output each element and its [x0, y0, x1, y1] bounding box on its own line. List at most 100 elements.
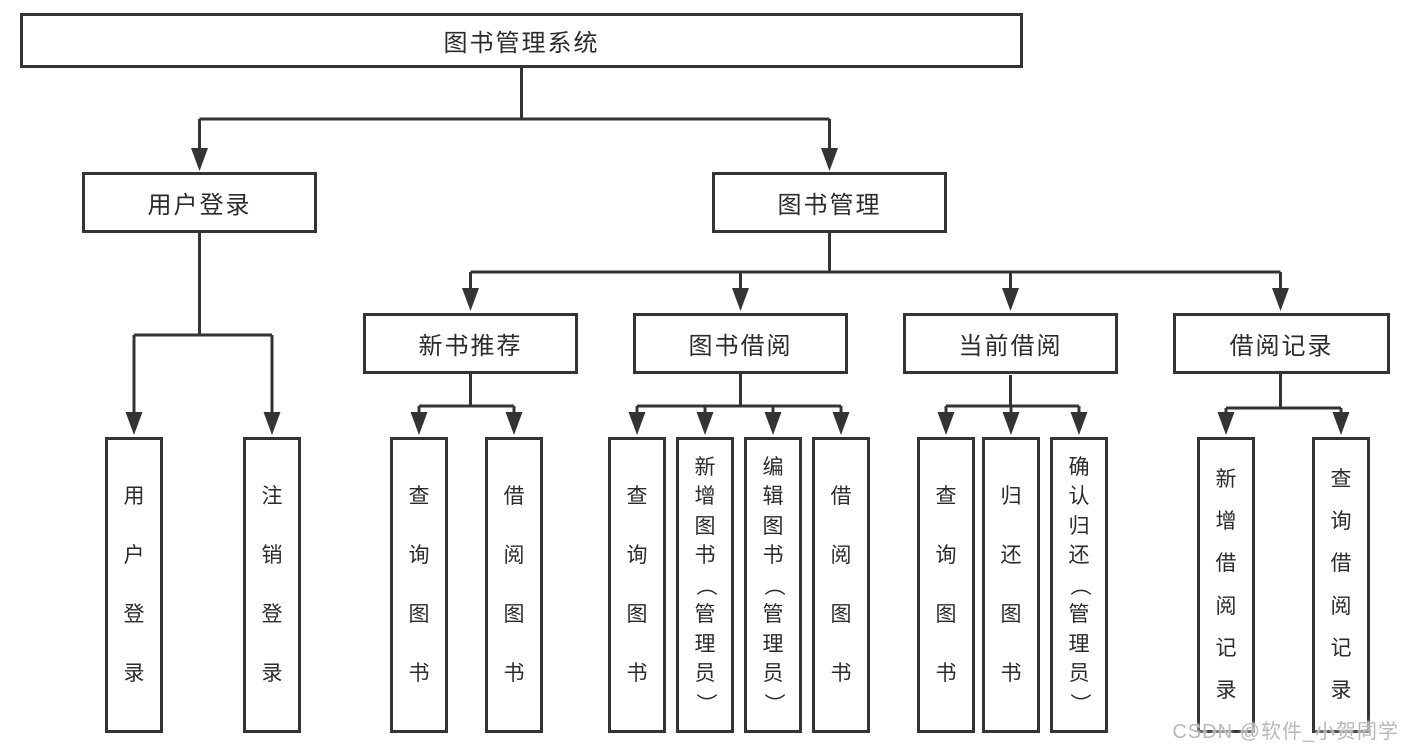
vertical-char: 户	[123, 544, 145, 567]
vertical-char: 书	[694, 544, 716, 567]
arrowhead-icon	[764, 412, 782, 435]
node-label: 新增借阅记录	[1200, 440, 1252, 730]
leaf-edit-books-admin: 编辑图书（管理员）	[744, 437, 802, 733]
vertical-char: 图	[408, 603, 430, 626]
vertical-char: 书	[935, 662, 957, 685]
vertical-char: 图	[1000, 603, 1022, 626]
vertical-char: 借	[1330, 552, 1352, 576]
arrowhead-icon	[191, 148, 208, 171]
arrowhead-icon	[1217, 412, 1235, 435]
node-borrowing-records: 借阅记录	[1173, 313, 1390, 374]
arrowhead-icons	[125, 148, 1350, 435]
arrowhead-icon	[732, 288, 749, 311]
vertical-char: 还	[1000, 544, 1022, 567]
vertical-char: 询	[935, 544, 957, 567]
arrowhead-icon	[696, 412, 714, 435]
vertical-char: 管	[1068, 603, 1090, 626]
leaf-logout: 注销登录	[243, 437, 301, 733]
vertical-char: 书	[626, 662, 648, 685]
node-label: 注销登录	[246, 440, 298, 730]
node-new-book-recommendation: 新书推荐	[363, 313, 578, 374]
leaf-query-books-current: 查询图书	[917, 437, 975, 733]
csdn-watermark: CSDN @软件_小贺同学	[1172, 721, 1399, 743]
vertical-char: 阅	[503, 544, 525, 567]
arrowhead-icon	[462, 288, 479, 311]
node-label: 借阅图书	[488, 440, 540, 730]
vertical-char: （	[761, 574, 785, 596]
vertical-char: 注	[261, 485, 283, 508]
node-book-management: 图书管理	[712, 172, 947, 233]
node-label: 图书借阅	[688, 333, 793, 360]
vertical-char: ）	[693, 692, 717, 714]
vertical-char: （	[1067, 574, 1091, 596]
arrowhead-icon	[125, 412, 143, 435]
node-label: 新书推荐	[418, 333, 523, 360]
vertical-char: （	[693, 574, 717, 596]
vertical-char: 理	[1068, 632, 1090, 656]
node-label: 查询图书	[393, 440, 445, 730]
leaf-user-login: 用户登录	[105, 437, 163, 733]
node-label: 查询图书	[611, 440, 663, 730]
node-label: 当前借阅	[958, 333, 1063, 360]
node-label: 编辑图书（管理员）	[747, 440, 799, 730]
vertical-char: 增	[1215, 510, 1237, 534]
vertical-char: 阅	[830, 544, 852, 567]
vertical-char: 图	[503, 603, 525, 626]
node-label: 确认归还（管理员）	[1053, 440, 1105, 730]
arrowhead-icon	[505, 412, 523, 435]
node-label: 用户登录	[147, 192, 252, 219]
vertical-char: 新	[1215, 468, 1237, 492]
node-label: 新增图书（管理员）	[679, 440, 731, 730]
vertical-char: 查	[935, 485, 957, 508]
vertical-char: 编	[762, 455, 784, 479]
leaf-borrow-books-newbook: 借阅图书	[485, 437, 543, 733]
leaf-confirm-return-admin: 确认归还（管理员）	[1050, 437, 1108, 733]
vertical-char: 理	[762, 632, 784, 656]
vertical-char: 图	[626, 603, 648, 626]
node-book-borrowing: 图书借阅	[633, 313, 848, 374]
leaf-query-books-borrow: 查询图书	[608, 437, 666, 733]
vertical-char: 书	[830, 662, 852, 685]
vertical-char: 用	[123, 485, 145, 508]
vertical-char: 还	[1068, 544, 1090, 567]
leaf-borrow-books-borrow: 借阅图书	[812, 437, 870, 733]
vertical-char: 管	[762, 603, 784, 626]
vertical-char: 员	[694, 662, 716, 685]
node-current-borrowing: 当前借阅	[903, 313, 1118, 374]
leaf-return-books: 归还图书	[982, 437, 1040, 733]
node-label: 图书管理	[777, 192, 882, 219]
node-library-management-system: 图书管理系统	[20, 13, 1023, 68]
arrowhead-icon	[410, 412, 428, 435]
connector-shafts	[132, 68, 1343, 414]
vertical-char: 书	[1000, 662, 1022, 685]
vertical-char: 询	[1330, 510, 1352, 534]
arrowhead-icon	[628, 412, 646, 435]
node-label: 查询借阅记录	[1315, 440, 1367, 730]
node-label: 图书管理系统	[443, 30, 600, 57]
arrowhead-icon	[263, 412, 281, 435]
arrowhead-icon	[1272, 288, 1289, 311]
vertical-char: 借	[830, 485, 852, 508]
vertical-char: 辑	[762, 485, 784, 508]
vertical-char: 询	[408, 544, 430, 567]
vertical-char: 管	[694, 603, 716, 626]
node-label: 借阅记录	[1229, 333, 1334, 360]
arrowhead-icon	[1070, 412, 1088, 435]
vertical-char: 理	[694, 632, 716, 656]
vertical-char: 记	[1215, 636, 1237, 660]
vertical-char: 销	[261, 544, 283, 567]
vertical-char: 增	[694, 485, 716, 508]
vertical-char: 书	[503, 662, 525, 685]
arrowhead-icon	[937, 412, 955, 435]
vertical-char: 登	[261, 603, 283, 626]
vertical-char: 记	[1330, 636, 1352, 660]
vertical-char: 阅	[1330, 594, 1352, 618]
vertical-char: 图	[935, 603, 957, 626]
leaf-query-borrow-record: 查询借阅记录	[1312, 437, 1370, 733]
leaf-add-borrow-record: 新增借阅记录	[1197, 437, 1255, 733]
vertical-char: ）	[761, 692, 785, 714]
vertical-char: 新	[694, 455, 716, 479]
vertical-char: ）	[1067, 692, 1091, 714]
